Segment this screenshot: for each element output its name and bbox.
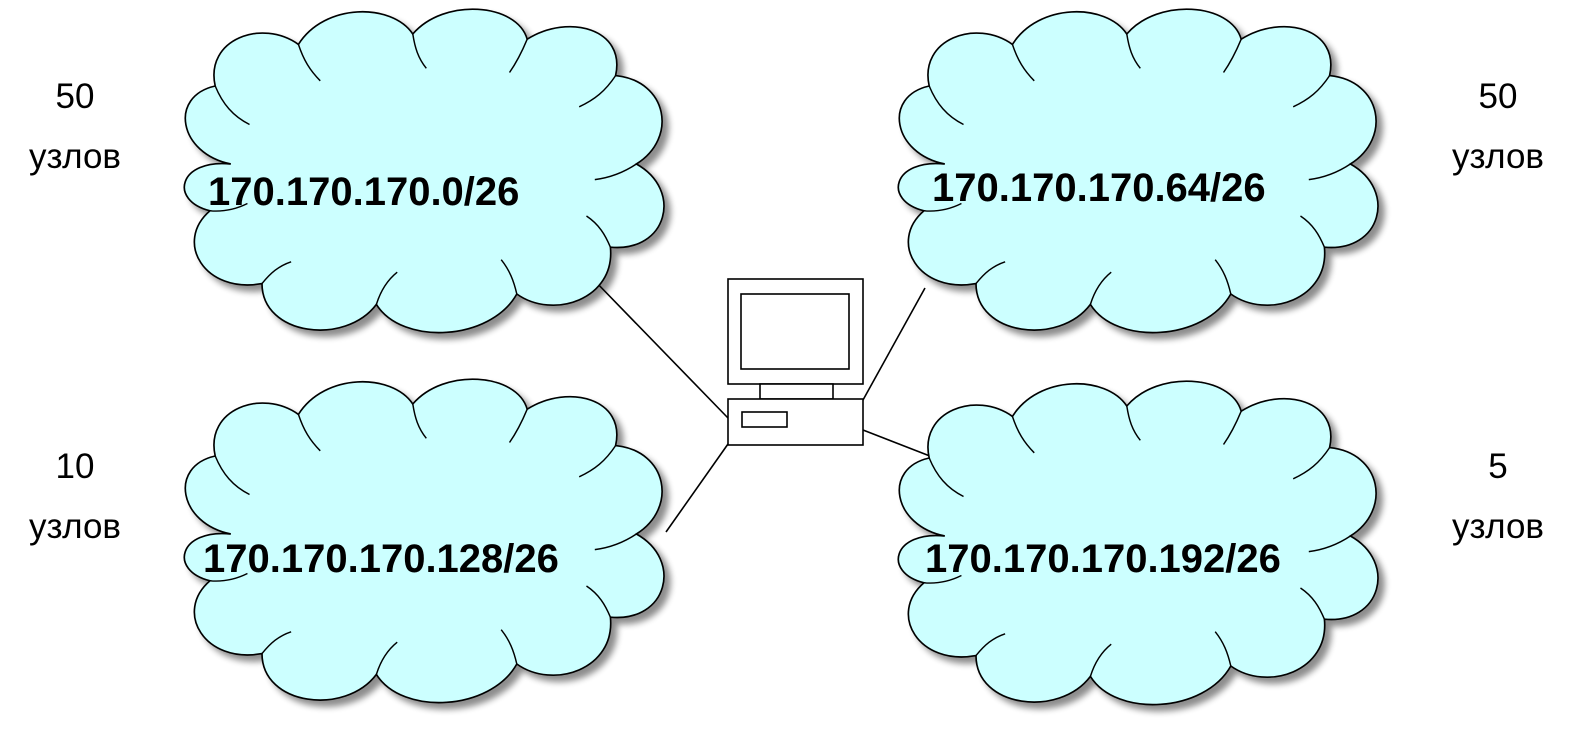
host-count-2: 50 — [1479, 77, 1518, 116]
link-to-network-4 — [862, 429, 936, 459]
desktop-computer-icon — [727, 278, 864, 446]
link-to-network-3 — [665, 443, 729, 533]
host-count-3: 10 — [56, 447, 95, 486]
host-count-1: 50 — [56, 77, 95, 116]
subnet-label-1: 170.170.170.0/26 — [208, 170, 519, 214]
subnet-label-3: 170.170.170.128/26 — [203, 537, 559, 581]
subnet-label-2: 170.170.170.64/26 — [932, 166, 1266, 210]
link-to-network-2 — [862, 287, 926, 401]
subnet-label-4: 170.170.170.192/26 — [925, 537, 1281, 581]
host-unit-2: узлов — [1452, 137, 1544, 176]
link-to-network-1 — [591, 277, 729, 419]
host-count-4: 5 — [1488, 447, 1507, 486]
host-unit-1: узлов — [29, 137, 121, 176]
host-unit-3: узлов — [29, 507, 121, 546]
host-unit-4: узлов — [1452, 507, 1544, 546]
